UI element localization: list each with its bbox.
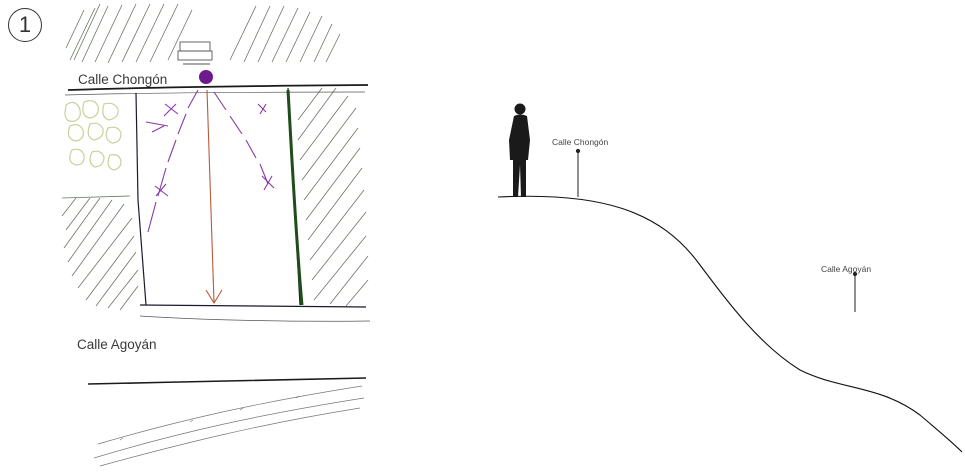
person-silhouette-icon xyxy=(509,104,530,198)
tracks xyxy=(94,386,364,466)
section-profile xyxy=(498,104,962,453)
lot-edge-green xyxy=(288,90,302,305)
plan-label-street-top: Calle Chongón xyxy=(78,72,167,87)
section-label-lower-street: Calle Agoyán xyxy=(821,264,871,274)
marker-lower xyxy=(853,272,856,312)
sightline-arrow xyxy=(206,90,222,303)
hatch-block-right xyxy=(298,88,368,306)
camera-box xyxy=(178,42,212,64)
shrub-cluster xyxy=(65,101,121,170)
terrain-curve xyxy=(498,196,962,452)
viewpoint-dot xyxy=(199,70,213,84)
step-number-badge: 1 xyxy=(8,8,42,42)
hatch-block-top xyxy=(66,4,340,63)
street-line-bottom-a xyxy=(140,316,370,321)
plan-label-street-bottom: Calle Agoyán xyxy=(77,337,157,352)
section-label-upper-street: Calle Chongón xyxy=(552,137,608,147)
lot-outline xyxy=(136,88,366,307)
view-cone-marks xyxy=(146,90,274,232)
street-line-bottom-b xyxy=(88,378,366,384)
hatch-block-left xyxy=(62,196,138,310)
marker-upper xyxy=(576,149,579,197)
